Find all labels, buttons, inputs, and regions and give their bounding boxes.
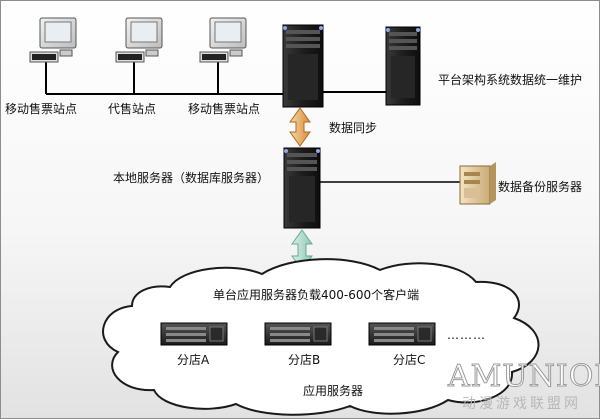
sync-double-arrow-icon [289, 107, 311, 147]
terminal-1-icon [29, 17, 77, 63]
rack-server-c-icon [368, 322, 436, 346]
watermark-brand: AMUNION [448, 359, 600, 394]
rack-server-b-icon [264, 322, 332, 346]
branch-b-label: 分店B [288, 353, 321, 367]
watermark-tagline: 动漫游戏联盟网 [462, 396, 581, 412]
sync-label: 数据同步 [329, 121, 378, 135]
terminal-2-icon [115, 17, 163, 63]
terminal-2-label: 代售站点 [108, 102, 157, 116]
branch-c-label: 分店C [393, 353, 426, 367]
platform-label: 平台架构系统数据统一维护 [438, 73, 583, 87]
branch-a-label: 分店A [177, 353, 210, 367]
terminal-3-label: 移动售票站点 [188, 102, 261, 116]
app-servers-label: 应用服务器 [303, 384, 364, 398]
rack-server-a-icon [160, 322, 228, 346]
backup-server-icon [459, 162, 496, 205]
local-server-label: 本地服务器（数据库服务器） [113, 171, 270, 185]
branch-more-label: ……… [447, 328, 486, 342]
terminal-3-icon [199, 17, 247, 63]
server-tower-primary-icon [282, 24, 324, 108]
cloud-title: 单台应用服务器负载400-600个客户端 [213, 288, 420, 302]
terminal-1-label: 移动售票站点 [5, 102, 78, 116]
server-tower-local-icon [283, 147, 321, 229]
server-tower-platform-icon [385, 26, 421, 106]
backup-label: 数据备份服务器 [498, 180, 583, 194]
